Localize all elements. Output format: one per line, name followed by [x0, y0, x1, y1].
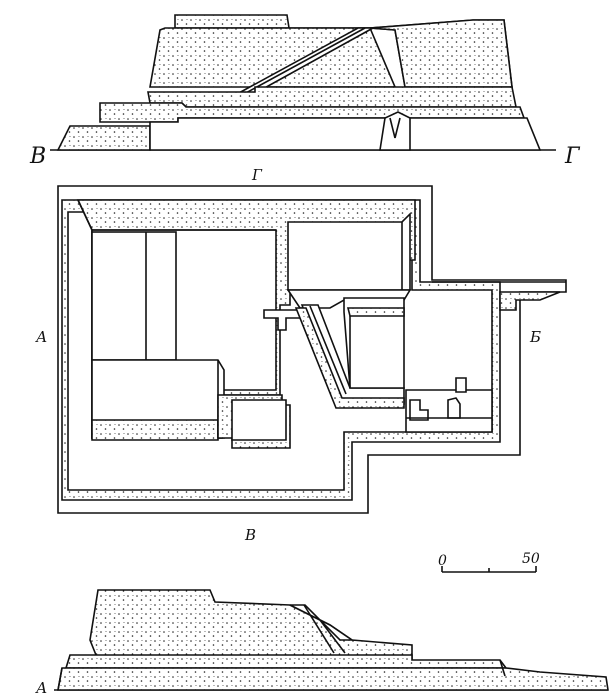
plan-left-label: А: [35, 328, 47, 346]
elevation-top-left-label: В: [29, 144, 46, 169]
niche-se-3: [455, 377, 467, 393]
plan-right-label: Б: [529, 328, 541, 346]
gate-line-2: [394, 117, 401, 139]
elevation-top-right-label: Г: [564, 144, 581, 169]
gallery-block: [231, 399, 287, 441]
ramp-line: [309, 305, 347, 395]
platform-edge-nw: [77, 199, 93, 231]
block-ne: [287, 212, 411, 291]
main-mass-bottom: [89, 589, 413, 661]
scale-bar-end-label: 50: [522, 551, 540, 567]
gate-niche: [379, 111, 411, 151]
lowest-tier-right: [149, 117, 542, 151]
middle-tier: [147, 86, 517, 108]
niche-se-1: [409, 399, 429, 421]
plan-top-label: Г: [251, 166, 263, 184]
ramp-line-bottom-1: [303, 604, 335, 654]
elevation-top: В Г: [29, 14, 581, 169]
base-step: [499, 659, 506, 677]
corridor-corner-stipple: [499, 291, 561, 311]
plan-view: Г А Б В: [35, 166, 567, 544]
ramp-bottom: [289, 604, 355, 641]
ramp-line-bottom-2: [319, 619, 346, 654]
room-sw-stippled-edge: [91, 419, 219, 441]
niche-se-2: [447, 397, 461, 419]
base-left-edge: [57, 667, 63, 691]
plan-bottom-label: В: [244, 526, 256, 544]
elevation-bottom-left-label: А: [35, 679, 47, 696]
gate-line-1: [389, 117, 396, 139]
elevation-bottom: А: [35, 589, 609, 696]
room-nw: [91, 231, 177, 361]
room-center-stipple: [346, 307, 405, 317]
scale-bar-start-label: 0: [438, 553, 447, 569]
room-center: [343, 297, 405, 389]
base-bottom: [57, 667, 609, 691]
platform-lower-bottom: [64, 654, 508, 669]
ramp-corridor-stipple: [294, 307, 405, 409]
scale-bar: 0 50: [438, 551, 540, 573]
lowest-tier-left: [56, 125, 151, 151]
